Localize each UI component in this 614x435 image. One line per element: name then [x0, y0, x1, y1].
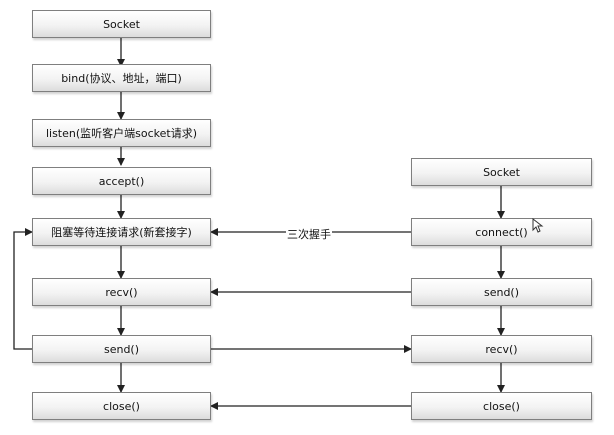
client-recv-box: recv(): [411, 335, 592, 363]
server-listen-box: listen(监听客户端socket请求): [32, 119, 211, 147]
server-recv-box: recv(): [32, 278, 211, 306]
client-connect-box: connect(): [411, 218, 592, 246]
server-accept-box: accept(): [32, 167, 211, 195]
client-socket-box: Socket: [411, 158, 592, 186]
client-close-box: close(): [411, 392, 592, 420]
server-close-box: close(): [32, 392, 211, 420]
client-send-box: send(): [411, 278, 592, 306]
server-bind-box: bind(协议、地址，端口): [32, 64, 211, 92]
server-block-box: 阻塞等待连接请求(新套接字): [32, 218, 211, 246]
loop-back-arrow: [13, 228, 33, 350]
mouse-cursor-icon: [532, 218, 544, 233]
handshake-label: 三次握手: [286, 226, 332, 242]
server-socket-box: Socket: [32, 10, 211, 38]
server-send-box: send(): [32, 335, 211, 363]
